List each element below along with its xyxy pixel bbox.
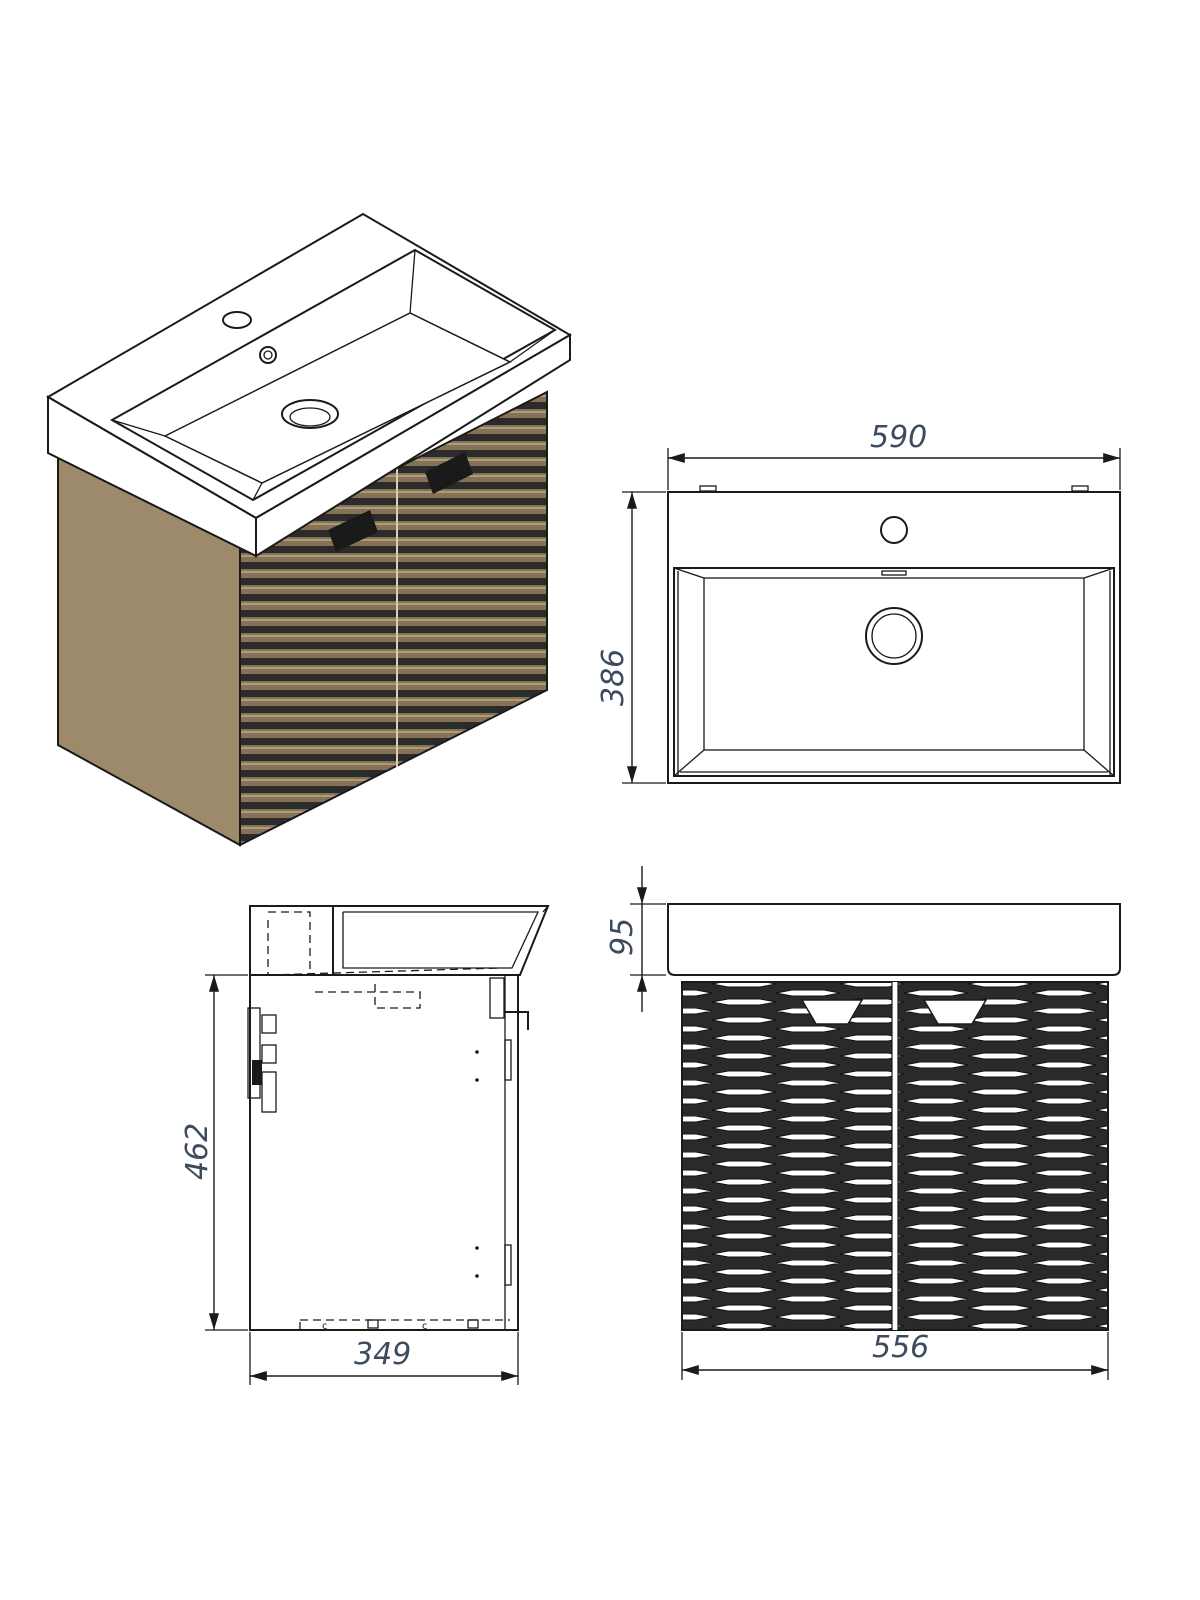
cabinet-front-slats <box>239 390 548 847</box>
side-view: c c 462 349 <box>180 905 550 1385</box>
left-door-handle <box>328 510 378 552</box>
front-view-basin <box>667 903 1121 976</box>
right-door-handle <box>425 452 473 494</box>
svg-text:c: c <box>422 1321 428 1332</box>
top-view-bowl-inner <box>703 577 1085 751</box>
dimension-front-width: 556 <box>872 1330 929 1365</box>
dimension-basin-height: 95 <box>605 918 640 956</box>
basin-right-face <box>255 333 571 558</box>
dimension-side-height: 462 <box>180 1123 215 1180</box>
front-view: 95 556 <box>605 866 1121 1380</box>
front-view-right-handle <box>922 999 988 1025</box>
overflow-hole <box>259 346 277 364</box>
top-view-outline <box>667 491 1121 784</box>
dimension-top-depth: 386 <box>596 649 631 706</box>
top-view-drain <box>865 607 923 665</box>
svg-text:c: c <box>322 1321 328 1332</box>
top-view-bowl-outer <box>673 567 1115 777</box>
dimension-side-depth: 349 <box>354 1337 411 1372</box>
top-view: 590 386 <box>596 420 1121 784</box>
dimension-top-width: 590 <box>870 420 927 455</box>
isometric-view <box>46 212 572 847</box>
tap-hole <box>222 311 252 329</box>
basin-drain <box>281 399 339 429</box>
front-view-left-handle <box>800 999 864 1025</box>
top-view-tap-hole <box>880 516 908 544</box>
side-view-basin <box>332 905 550 976</box>
